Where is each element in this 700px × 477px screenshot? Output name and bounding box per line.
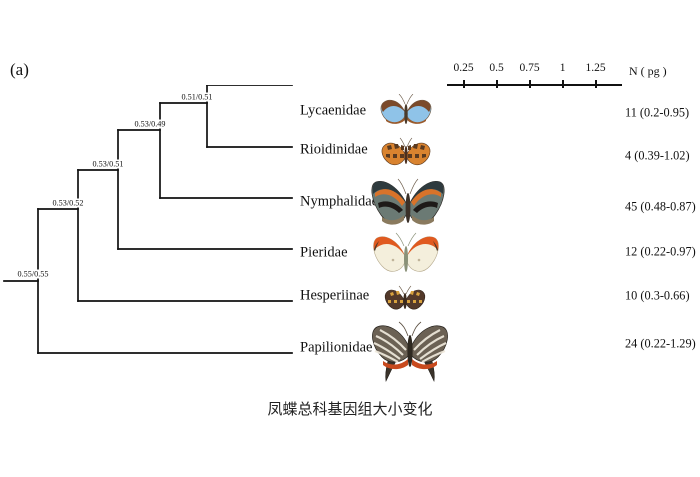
phylogenetic-tree [3, 85, 293, 354]
axis-tick-1 [495, 80, 498, 88]
node-support-papilion: 0.53/0.52 [51, 198, 85, 208]
axis-tick-2 [528, 80, 531, 88]
axis-tick-label-0: 0.25 [453, 62, 474, 74]
stat-lycaenidae: 11 (0.2-0.95) [625, 105, 690, 120]
tip-label-hesperiinae: Hesperiinae [300, 287, 370, 304]
tip-label-lycaenidae: Lycaenidae [300, 102, 367, 119]
nymphalid-butterfly-icon [371, 178, 445, 225]
violin-pieridae [447, 227, 627, 277]
stat-riodinidae: 4 (0.39-1.02) [625, 148, 690, 163]
tip-label-nymphalidae: Nymphalidae [300, 193, 379, 210]
riodinid-butterfly-icon [381, 137, 431, 166]
stat-hesperiinae: 10 (0.3-0.66) [625, 288, 690, 303]
node-support-nymphalid: 0.53/0.49 [133, 119, 167, 129]
axis-tick-0 [462, 80, 465, 88]
violin-papilionidae [447, 318, 627, 370]
node-support-lycaenid: 0.51/0.51 [180, 92, 214, 102]
tip-label-riodinidae: Rioidinidae [300, 141, 368, 158]
axis-line [447, 84, 622, 86]
violin-riodinidae [447, 134, 627, 178]
axis-tick-3 [561, 80, 564, 88]
tip-label-papilionidae: Papilionidae [300, 339, 373, 356]
figure-caption: 凤蝶总科基因组大小变化 [267, 400, 433, 418]
papilionid-butterfly-icon [372, 321, 448, 382]
axis-tick-label-2: 0.75 [519, 62, 540, 74]
genome-size-axis: 0.25 0.5 0.75 1 1.25 N ( pg ) [447, 58, 667, 92]
stat-nymphalidae: 45 (0.48-0.87) [625, 199, 696, 214]
violin-hesperiinae [447, 274, 627, 318]
panel-label: (a) [10, 60, 29, 79]
axis-tick-label-3: 1 [559, 62, 566, 74]
axis-unit-label: N ( pg ) [629, 64, 667, 78]
lycaenid-butterfly-icon [380, 94, 432, 124]
node-support-hesperiid: 0.53/0.51 [91, 159, 125, 169]
stat-papilionidae: 24 (0.22-1.29) [625, 336, 696, 351]
axis-tick-label-4: 1.25 [585, 62, 606, 74]
hesperiid-butterfly-icon [384, 285, 426, 310]
stat-pieridae: 12 (0.22-0.97) [625, 244, 696, 259]
node-support-root: 0.55/0.55 [16, 269, 50, 279]
axis-tick-label-1: 0.5 [489, 62, 504, 74]
violin-nymphalidae [447, 182, 627, 232]
pierid-butterfly-icon [373, 232, 439, 272]
tip-label-pieridae: Pieridae [300, 244, 348, 261]
violin-lycaenidae [447, 91, 627, 135]
axis-tick-4 [594, 80, 597, 88]
